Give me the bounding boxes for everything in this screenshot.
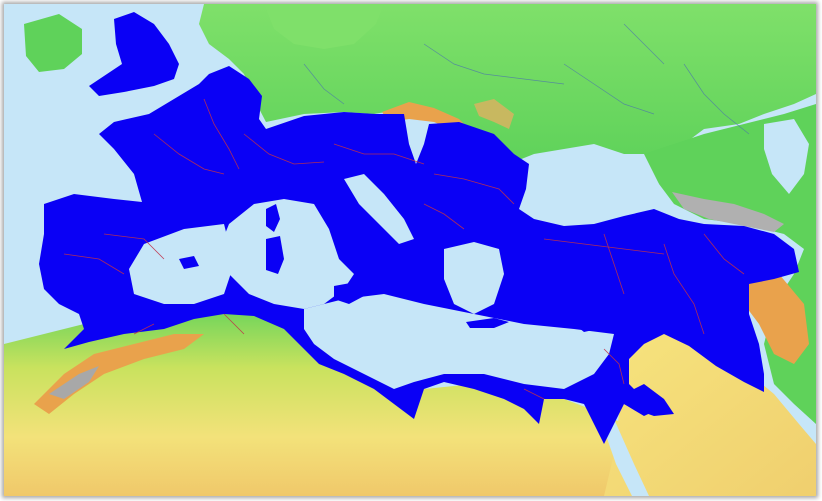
tyrrhenian-sea: [219, 199, 354, 309]
caucasus-highland: [672, 192, 784, 232]
central-mediterranean: [304, 294, 614, 389]
map-frame: [4, 4, 816, 496]
zagros-highland: [744, 274, 809, 364]
corsica-island: [266, 204, 280, 232]
atlas-peaks: [49, 366, 99, 399]
rivers: [303, 23, 750, 135]
red-sea: [602, 419, 649, 496]
balearic-islands: [179, 256, 199, 269]
aegean-sea: [444, 242, 504, 314]
arabia-land: [604, 329, 816, 496]
carpathians-highland: [474, 99, 514, 129]
sardinia-island: [266, 236, 284, 274]
sicily-island: [334, 282, 364, 304]
ireland-land: [24, 14, 82, 72]
scandinavia-land: [264, 4, 384, 49]
sinai-region: [614, 384, 674, 416]
black-sea: [519, 152, 659, 229]
britain-territory: [89, 12, 179, 96]
cyprus-island: [574, 320, 602, 332]
province-borders: [63, 98, 745, 400]
caspian-sea: [764, 119, 809, 194]
atlas-highland: [34, 334, 204, 414]
adriatic-sea: [344, 174, 414, 244]
map-svg: [4, 4, 816, 496]
crete-island: [466, 318, 509, 328]
